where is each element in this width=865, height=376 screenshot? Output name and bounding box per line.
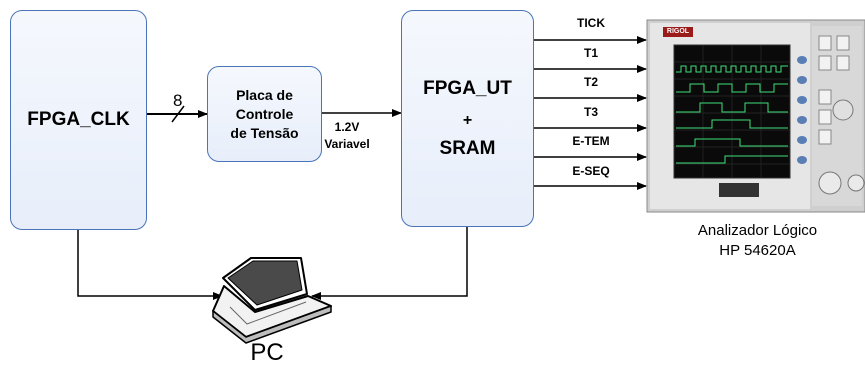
fpga-clk-label: FPGA_CLK bbox=[27, 109, 130, 130]
oscilloscope-icon bbox=[646, 19, 865, 213]
signal-label: E-TEM bbox=[572, 134, 610, 148]
analyzer-caption-line-1: Analizador Lógico bbox=[697, 222, 818, 239]
fpga-ut-block: FPGA_UT + SRAM bbox=[401, 10, 534, 227]
fpga-clk-block: FPGA_CLK bbox=[10, 10, 147, 230]
voltage-value: 1.2V bbox=[334, 120, 360, 134]
pc-label: PC bbox=[250, 339, 284, 366]
analyzer-caption-line-2: HP 54620A bbox=[719, 242, 796, 259]
pc-links bbox=[74, 218, 471, 300]
signal-arrows bbox=[534, 36, 647, 190]
signal-label: E-SEQ bbox=[572, 164, 610, 178]
signal-label: T2 bbox=[583, 75, 598, 89]
control-board-line-3: de Tensão bbox=[230, 124, 299, 141]
control-board-line-2: Controle bbox=[235, 105, 294, 122]
scope-brand: RIGOL bbox=[666, 28, 690, 35]
sram-label: SRAM bbox=[439, 137, 496, 159]
fpga-ut-label: FPGA_UT bbox=[423, 77, 512, 99]
signal-label: T1 bbox=[583, 46, 598, 60]
signal-label: TICK bbox=[577, 16, 605, 30]
voltage-type: Variavel bbox=[324, 137, 370, 151]
control-board-line-1: Placa de bbox=[236, 86, 293, 103]
laptop-icon bbox=[212, 257, 332, 344]
bus-width-label: 8 bbox=[173, 91, 183, 110]
control-board-block: Placa de Controle de Tensão bbox=[207, 66, 322, 162]
voltage-label: 1.2V Variavel bbox=[320, 119, 374, 153]
analyzer-caption: Analizador Lógico HP 54620A bbox=[670, 221, 845, 261]
signal-label: T3 bbox=[583, 105, 598, 119]
bus-slash bbox=[171, 105, 185, 123]
plus-sign: + bbox=[462, 111, 473, 129]
